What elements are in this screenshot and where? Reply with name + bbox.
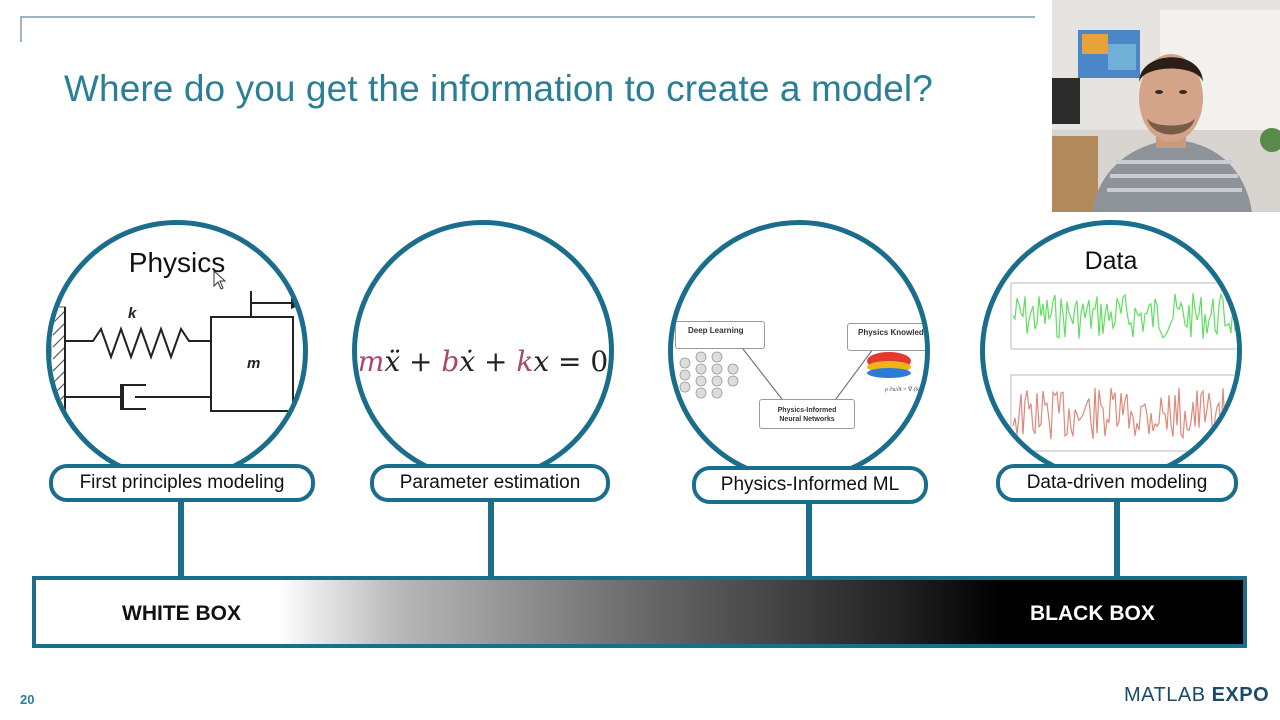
spring-constant-label: k [128,305,137,322]
data-circle: Data [980,220,1242,482]
physics-informed-ml-circle: ρ ∂u/∂t = ∇·(k∇T) Deep Learning Physics … [668,220,930,482]
stem-parameter-estimation [488,502,494,578]
stem-physics-informed-ml [806,504,812,578]
matlab-expo-logo: MATLAB EXPO [1124,684,1270,706]
black-box-label: BLACK BOX [1030,602,1155,625]
physics-circle: Physics k m [46,220,308,482]
stem-data-driven [1114,502,1120,578]
label-first-principles-modeling: First principles modeling [49,464,315,502]
time-series-plots [1010,282,1237,452]
label-parameter-estimation: Parameter estimation [370,464,610,502]
presenter-video-frame [1052,0,1280,212]
parameter-estimation-circle: mẍ + bẋ + kx = 0 [352,220,614,482]
pinn-diagram: ρ ∂u/∂t = ∇·(k∇T) [679,348,929,404]
deep-learning-box: Deep Learning [675,321,765,349]
mouse-cursor-icon [213,270,227,290]
white-to-black-box-spectrum [32,576,1247,648]
slide-title: Where do you get the information to crea… [64,68,933,109]
stem-first-principles [178,502,184,578]
top-rule-tick [20,16,22,42]
equation-of-motion: mẍ + bẋ + kx = 0 [357,345,609,378]
label-data-driven-modeling: Data-driven modeling [996,464,1238,502]
presenter-webcam [1052,0,1280,212]
physics-heading: Physics [128,247,226,278]
page-number: 20 [20,692,35,707]
white-box-label: WHITE BOX [122,602,241,625]
physics-knowledge-box: Physics Knowledge [847,323,925,351]
svg-text:ρ ∂u/∂t = ∇·(k∇T): ρ ∂u/∂t = ∇·(k∇T) [885,386,929,393]
mass-spring-damper-diagram [51,291,303,426]
label-physics-informed-ml: Physics-Informed ML [692,466,928,504]
data-heading: Data [1084,247,1138,275]
top-rule [20,16,1035,18]
mass-label: m [247,355,261,372]
